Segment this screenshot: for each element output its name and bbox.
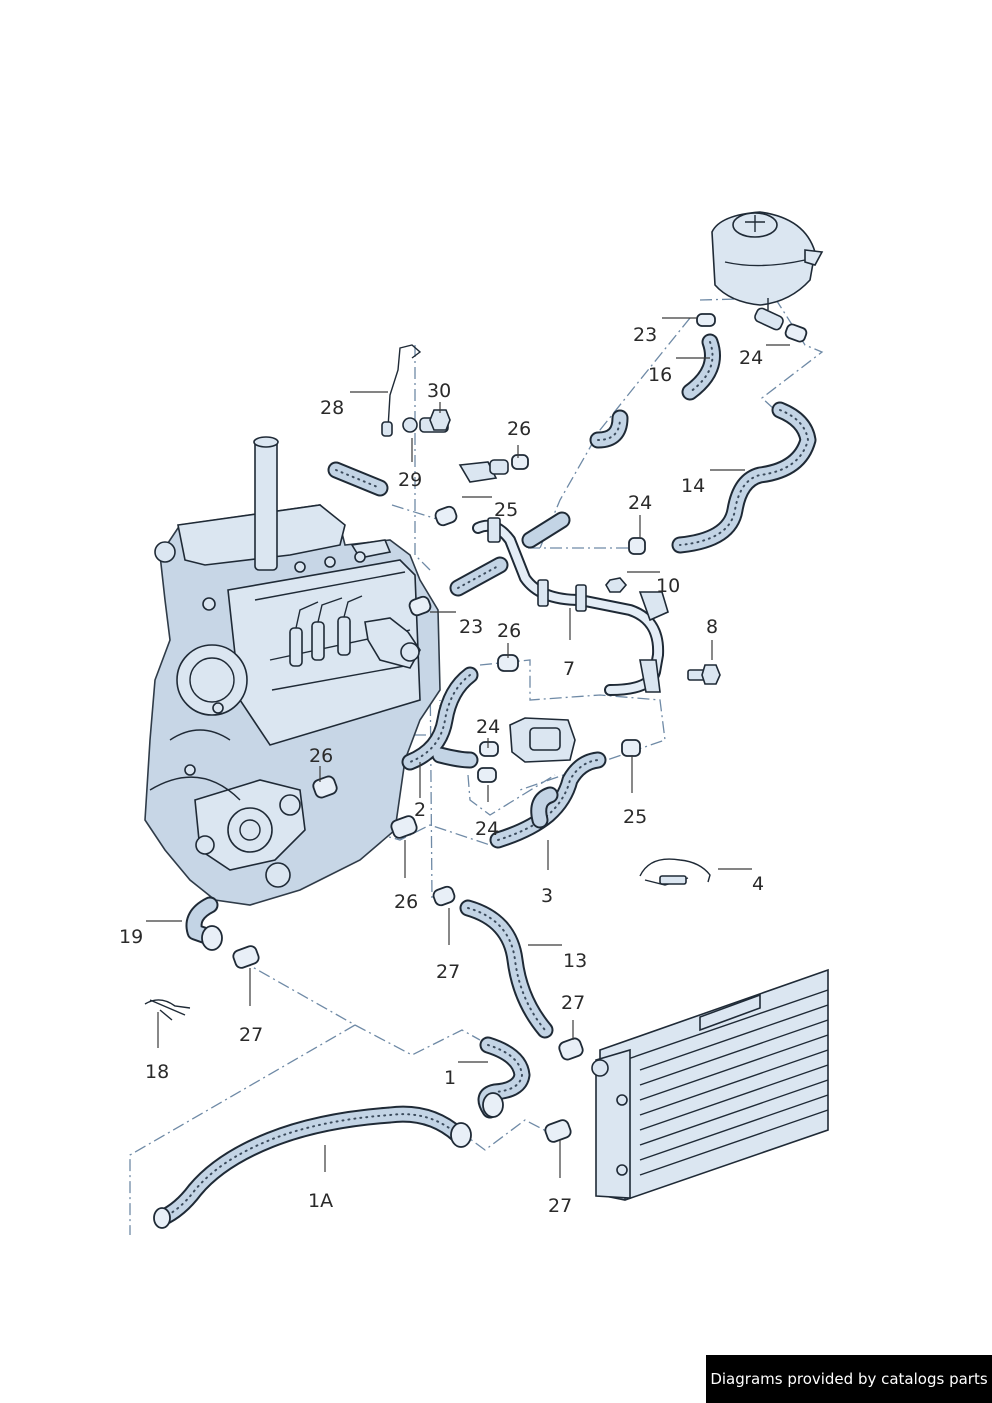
callout-8: 8 (706, 616, 718, 638)
coolant-expansion-tank (711, 211, 824, 331)
callout-14: 14 (681, 475, 705, 497)
callout-3: 3 (541, 885, 553, 907)
callout-16: 16 (648, 364, 672, 386)
callout-25-lower: 25 (623, 806, 647, 828)
callout-27-radiator-top: 27 (561, 992, 585, 1014)
callout-24-lower: 24 (475, 818, 499, 840)
callout-7: 7 (563, 658, 575, 680)
callout-labels: 23 16 24 28 30 26 29 14 25 24 10 23 26 8… (119, 324, 764, 1217)
callout-24-upper: 24 (628, 492, 652, 514)
callout-26-engine: 26 (309, 745, 333, 767)
callout-19: 19 (119, 926, 143, 948)
small-parts (144, 344, 721, 1021)
callout-1: 1 (444, 1067, 456, 1089)
hose-clamps (153, 313, 808, 1229)
callout-2: 2 (414, 799, 426, 821)
callout-4: 4 (752, 873, 764, 895)
callout-13: 13 (563, 950, 587, 972)
callout-27-hose13: 27 (436, 961, 460, 983)
callout-26-thermostat: 26 (507, 418, 531, 440)
callout-26-lower: 26 (394, 891, 418, 913)
credit-banner: Diagrams provided by catalogs parts (706, 1355, 992, 1403)
radiator (591, 968, 829, 1201)
callout-1A: 1A (308, 1190, 333, 1212)
callout-29: 29 (398, 469, 422, 491)
callout-18: 18 (145, 1061, 169, 1083)
callout-24-tank-clamp: 24 (739, 347, 763, 369)
callout-24-cooler: 24 (476, 716, 500, 738)
callout-23-engine: 23 (459, 616, 483, 638)
callout-30: 30 (427, 380, 451, 402)
callout-26-middle: 26 (497, 620, 521, 642)
hoses (153, 333, 817, 1227)
callout-25-upper: 25 (494, 499, 518, 521)
coolant-pipe (472, 517, 669, 696)
callout-28: 28 (320, 397, 344, 419)
engine-block (144, 436, 441, 906)
callout-27-left: 27 (239, 1024, 263, 1046)
callout-27-radiator-bottom: 27 (548, 1195, 572, 1217)
callout-23-tank-clamp: 23 (633, 324, 657, 346)
leader-lines (146, 317, 790, 1178)
callout-10: 10 (656, 575, 680, 597)
